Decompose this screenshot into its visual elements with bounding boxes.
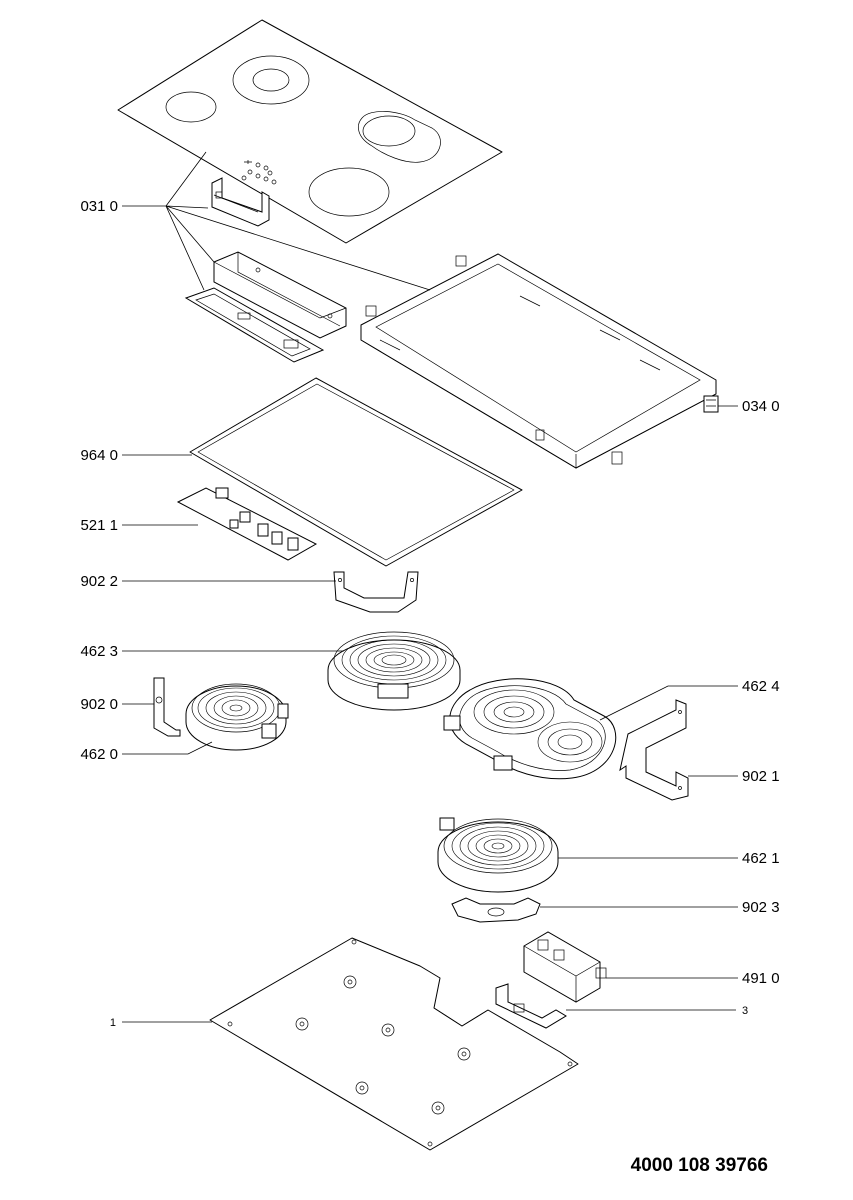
radiant-heater-462-3 xyxy=(327,631,461,711)
callout-521-1: 521 1 xyxy=(80,517,118,534)
radiant-heater-462-0 xyxy=(185,683,289,751)
callout-902-1: 902 1 xyxy=(742,768,780,785)
dual-radiant-heater-462-4 xyxy=(443,678,617,780)
bracket-902-0 xyxy=(153,677,181,737)
callout-1: 1 xyxy=(110,1017,116,1029)
terminal-block-491-0 xyxy=(523,931,607,1003)
callout-031-0: 031 0 xyxy=(80,198,118,215)
terminal-bracket-3 xyxy=(495,983,567,1029)
callout-964-0: 964 0 xyxy=(80,447,118,464)
callout-902-0: 902 0 xyxy=(80,696,118,713)
callout-462-0: 462 0 xyxy=(80,746,118,763)
radiant-heater-462-1 xyxy=(437,817,559,893)
base-plate xyxy=(209,937,579,1151)
callout-3: 3 xyxy=(742,1005,748,1017)
leader-lines xyxy=(122,151,738,1023)
bracket-902-1 xyxy=(619,699,689,801)
touch-control-symbols xyxy=(241,160,277,185)
document-number: 4000 108 39766 xyxy=(631,1155,768,1176)
bracket-902-2 xyxy=(333,571,419,613)
bracket-902-3 xyxy=(451,897,541,923)
callout-labels: 031 0 034 0 964 0 521 1 902 2 462 3 462 … xyxy=(80,198,779,1029)
control-panel-tray xyxy=(184,287,325,363)
front-bracket-top xyxy=(211,177,270,227)
callout-491-0: 491 0 xyxy=(742,970,780,987)
control-board xyxy=(176,487,318,561)
callout-462-4: 462 4 xyxy=(742,678,780,695)
clip-034-0 xyxy=(703,395,719,413)
callout-034-0: 034 0 xyxy=(742,398,780,415)
ceramic-glass-top xyxy=(117,19,503,244)
frame-seal xyxy=(189,377,523,567)
callout-462-3: 462 3 xyxy=(80,643,118,660)
hob-frame xyxy=(360,253,717,469)
callout-462-1: 462 1 xyxy=(742,850,780,867)
callout-902-2: 902 2 xyxy=(80,573,118,590)
control-support-bracket xyxy=(213,251,347,339)
callout-902-3: 902 3 xyxy=(742,899,780,916)
